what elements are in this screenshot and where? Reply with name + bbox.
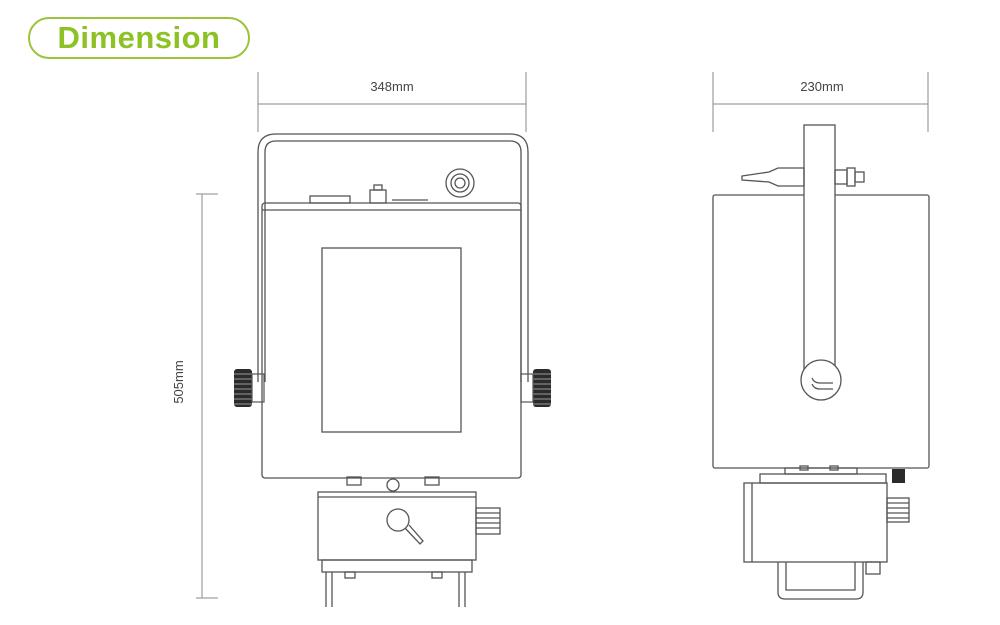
front-view [257, 133, 529, 479]
section-title-badge: Dimension [28, 17, 250, 59]
section-title: Dimension [57, 20, 221, 55]
front-width-label: 348mm [370, 79, 413, 94]
front-width-dimension [257, 72, 527, 132]
height-dimension [196, 193, 218, 599]
front-base-unit [317, 476, 501, 607]
left-knob-icon [234, 369, 265, 407]
right-knob-icon [520, 369, 551, 407]
height-label: 505mm [171, 360, 186, 403]
side-view [712, 124, 930, 600]
dial-icon [445, 168, 475, 198]
side-depth-label: 230mm [800, 79, 843, 94]
side-depth-dimension [712, 72, 929, 132]
lever-handle-icon [386, 508, 424, 545]
side-knob-icon [892, 469, 905, 483]
